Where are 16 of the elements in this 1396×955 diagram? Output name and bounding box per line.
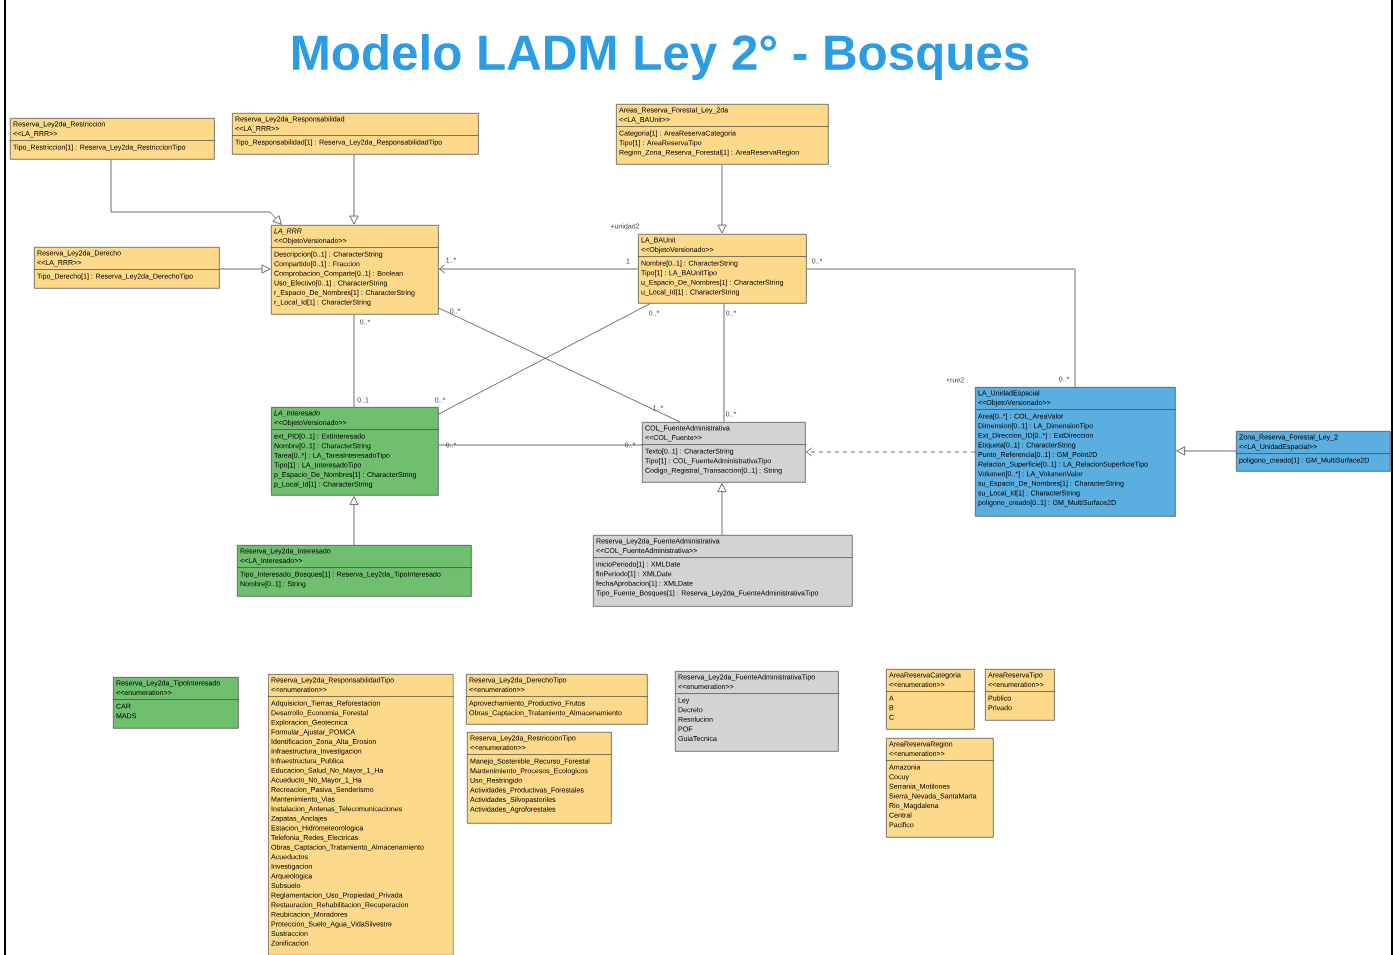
association-arrow: [438, 264, 639, 274]
association-line: [438, 307, 681, 423]
generalization-arrow: [1176, 446, 1237, 456]
title: Modelo LADM Ley 2° - Bosques: [293, 34, 1029, 80]
association-line: [723, 303, 725, 423]
association-line: [806, 268, 1076, 388]
generalization-arrow: [717, 164, 727, 234]
dependency-arrow: [805, 447, 976, 457]
association-line: [353, 314, 355, 408]
association-line: [438, 303, 651, 415]
generalization-arrow: [219, 264, 271, 274]
generalization-arrow: [110, 159, 282, 225]
generalization-arrow: [349, 496, 359, 546]
generalization-arrow: [717, 483, 727, 536]
association-line: [438, 444, 643, 446]
generalization-arrow: [349, 154, 359, 225]
